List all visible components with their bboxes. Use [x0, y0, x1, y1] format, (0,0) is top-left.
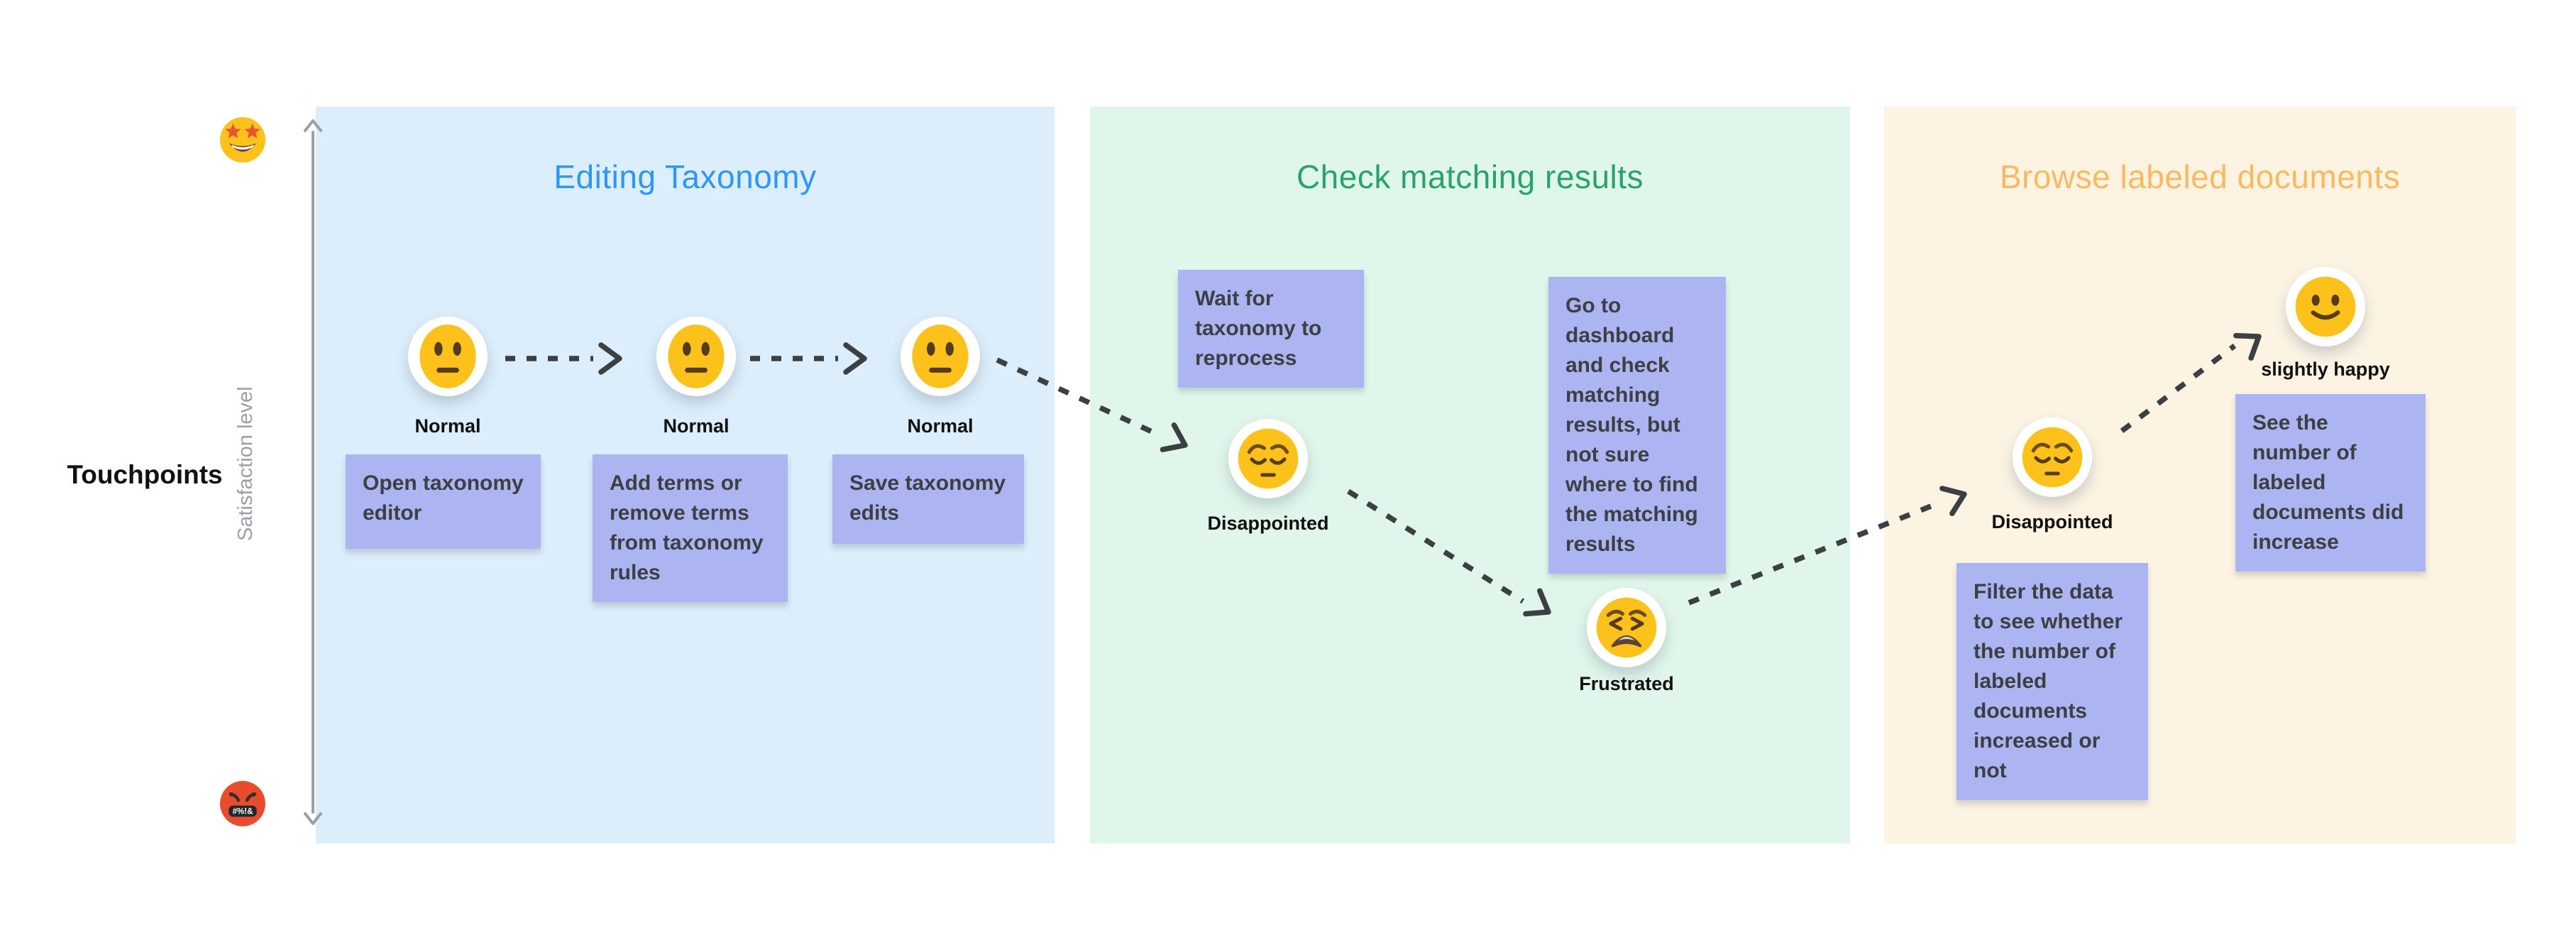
satisfaction-level-label: Satisfaction level	[234, 386, 257, 541]
neutral-emoji-icon[interactable]	[656, 317, 736, 396]
section-check-matching-results: Check matching results	[1090, 106, 1850, 843]
grawlix-text: #%!&	[233, 808, 253, 816]
pensive-emoji-icon[interactable]	[1228, 419, 1308, 498]
emotion-label-slightly-happy: slightly happy	[2261, 359, 2390, 380]
section-title-check-matching-results[interactable]: Check matching results	[1296, 158, 1644, 195]
cursing-emoji-icon: #%!&	[219, 780, 267, 828]
sticky-note[interactable]: See the number of labeled documents did …	[2235, 394, 2426, 572]
sticky-note[interactable]: Filter the data to see whether the numbe…	[1956, 563, 2148, 800]
touchpoints-label: Touchpoints	[67, 460, 223, 489]
emotion-label-disappointed-2: Disappointed	[1991, 511, 2113, 532]
neutral-emoji-icon[interactable]	[901, 317, 980, 396]
neutral-emoji-icon[interactable]	[408, 317, 488, 396]
emotion-label-frustrated: Frustrated	[1579, 673, 1674, 694]
sticky-note[interactable]: Open taxonomy editor	[346, 454, 541, 549]
sticky-note[interactable]: Go to dashboard and check matching resul…	[1548, 277, 1726, 574]
emotion-label-normal-1: Normal	[414, 415, 481, 437]
emotion-label-disappointed: Disappointed	[1207, 513, 1329, 534]
pensive-emoji-icon[interactable]	[2013, 417, 2092, 497]
star-struck-emoji-icon	[219, 116, 267, 164]
emotion-label-normal-2: Normal	[663, 415, 730, 437]
sticky-note[interactable]: Wait for taxonomy to reprocess	[1178, 270, 1364, 388]
section-title-browse-labeled-documents[interactable]: Browse labeled documents	[1999, 158, 2401, 195]
slightly-smiling-emoji-icon[interactable]	[2286, 267, 2365, 346]
sticky-note[interactable]: Add terms or remove terms from taxonomy …	[593, 454, 788, 602]
section-title-editing-taxonomy[interactable]: Editing Taxonomy	[554, 158, 817, 195]
tired-emoji-icon[interactable]	[1587, 588, 1666, 667]
sticky-note[interactable]: Save taxonomy edits	[832, 454, 1024, 544]
emotion-label-normal-3: Normal	[907, 415, 974, 437]
